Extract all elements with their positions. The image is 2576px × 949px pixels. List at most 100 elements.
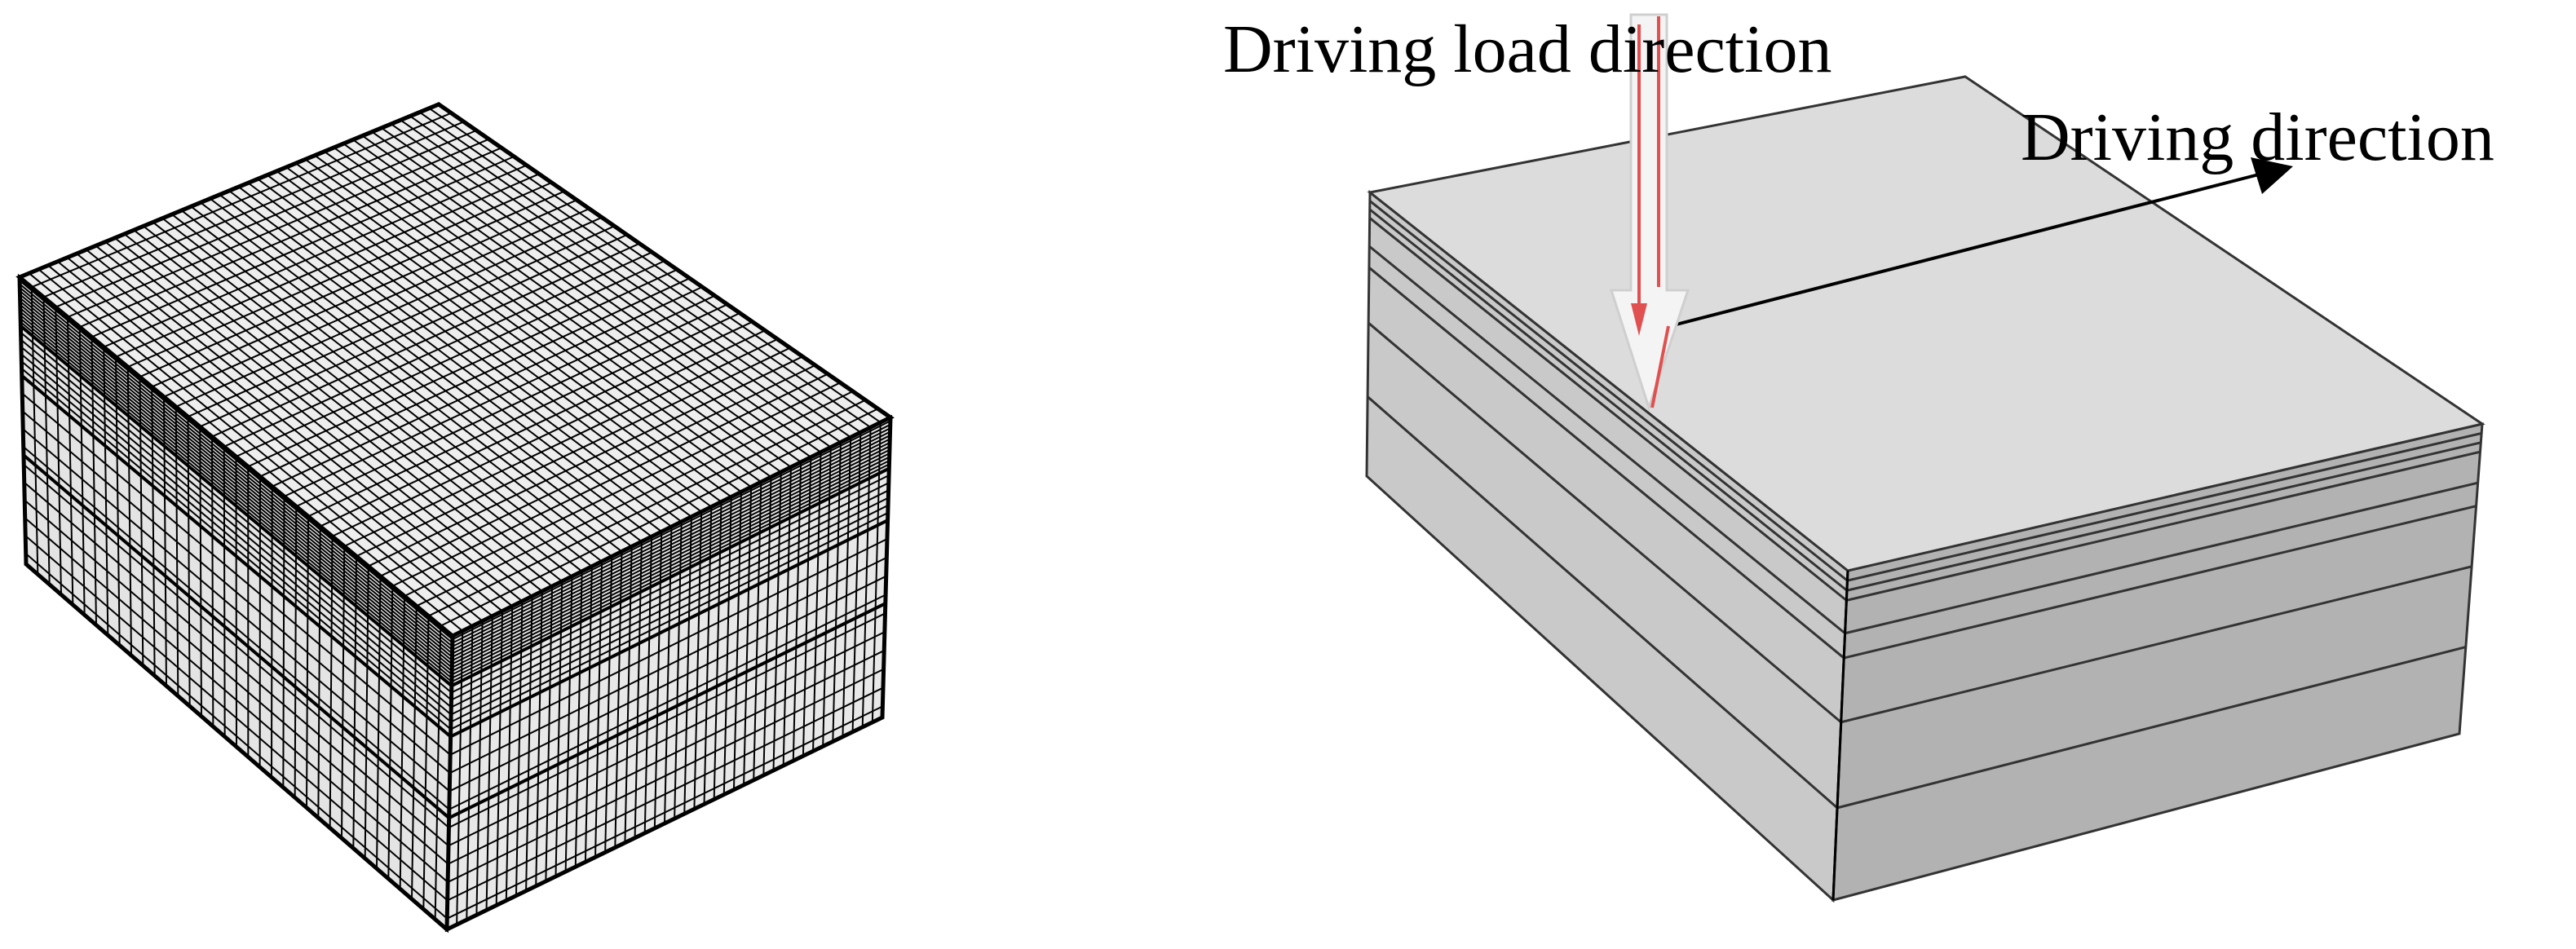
- layer-boundary-line: [1368, 245, 1846, 634]
- mesh-vertical-line: [634, 541, 643, 838]
- mesh-vertical-line: [564, 576, 573, 872]
- mesh-vertical-line: [693, 511, 703, 810]
- mesh-grid-line: [285, 166, 732, 498]
- block-front-edge: [1831, 570, 1849, 901]
- mesh-vertical-line: [851, 432, 862, 732]
- mesh-vertical-line: [871, 422, 881, 722]
- mesh-side-grid: [19, 280, 891, 930]
- mesh-vertical-line: [341, 545, 346, 839]
- layer-boundary-line: [1843, 505, 2477, 660]
- mesh-grid-line: [161, 217, 603, 563]
- mesh-vertical-line: [505, 606, 514, 901]
- mesh-grid-line: [295, 162, 742, 493]
- mesh-grid-line: [381, 127, 832, 448]
- mesh-vertical-line: [55, 307, 62, 595]
- mesh-grid-line: [333, 147, 782, 473]
- mesh-grid-line: [352, 139, 802, 463]
- mesh-vertical-line: [376, 576, 382, 869]
- mesh-vertical-line: [115, 356, 121, 646]
- mesh-grid-line: [257, 178, 702, 513]
- mesh-grid-line: [114, 237, 553, 587]
- layer-boundary-line: [1840, 565, 2472, 724]
- mesh-vertical-line: [411, 606, 418, 899]
- mesh-grid-line: [419, 111, 872, 429]
- mesh-vertical-line: [653, 532, 663, 828]
- mesh-grid-line: [86, 249, 524, 603]
- mesh-vertical-line: [674, 521, 683, 819]
- layer-boundary-line: [1846, 441, 2481, 592]
- mesh-vertical-line: [545, 586, 554, 881]
- mesh-grid-line: [200, 201, 643, 543]
- mesh-grid-line: [324, 151, 772, 478]
- mesh-grid-line: [143, 225, 583, 572]
- mesh-grid-line: [57, 260, 493, 617]
- mesh-vertical-line: [42, 297, 51, 585]
- mesh-top-grid: [29, 107, 881, 632]
- mesh-grid-line: [361, 135, 811, 458]
- mesh-vertical-line: [525, 596, 533, 891]
- mesh-vertical-line: [515, 601, 524, 896]
- mesh-grid-line: [104, 241, 543, 592]
- mesh-vertical-line: [822, 447, 832, 747]
- mesh-vertical-line: [91, 337, 97, 625]
- layer-boundary-line: [1368, 208, 1848, 592]
- mesh-vertical-line: [762, 477, 772, 775]
- mesh-vertical-line: [387, 585, 394, 879]
- mesh-front-edge: [444, 635, 455, 930]
- mesh-vertical-line: [782, 466, 792, 766]
- mesh-vertical-line: [683, 516, 692, 814]
- mesh-grid-line: [314, 154, 762, 483]
- mesh-vertical-line: [294, 506, 298, 798]
- mesh-vertical-line: [126, 366, 132, 656]
- mesh-grid-line: [29, 272, 463, 632]
- mesh-vertical-line: [282, 496, 285, 788]
- layered-model-panel: [1365, 75, 2485, 903]
- mesh-vertical-line: [364, 566, 369, 859]
- mesh-vertical-line: [103, 346, 109, 636]
- mesh-grid-line: [428, 107, 881, 423]
- mesh-vertical-line: [722, 497, 732, 795]
- mesh-vertical-line: [78, 327, 86, 616]
- layer-boundary-line: [1847, 431, 2482, 582]
- mesh-vertical-line: [861, 427, 872, 727]
- right-arrow-icon: [1663, 157, 2293, 329]
- layer-boundaries: [1367, 200, 2482, 901]
- mesh-vertical-line: [624, 546, 633, 843]
- mesh-grid-line: [123, 233, 563, 582]
- mesh-vertical-line: [753, 482, 762, 780]
- layer-boundary-line: [1367, 395, 1839, 810]
- mesh-grid-line: [276, 170, 722, 503]
- layer-boundary-line: [1846, 450, 2481, 602]
- mesh-grid-line: [66, 257, 503, 612]
- mesh-model-panel: [15, 102, 895, 934]
- mesh-vertical-line: [475, 620, 484, 916]
- layer-boundary-line: [1836, 646, 2467, 810]
- mesh-vertical-line: [604, 556, 613, 853]
- mesh-grid-line: [267, 174, 712, 508]
- mesh-vertical-line: [772, 471, 782, 771]
- mesh-grid-line: [171, 214, 612, 558]
- mesh-grid-line: [76, 253, 513, 607]
- mesh-vertical-line: [664, 526, 673, 824]
- mesh-vertical-line: [434, 625, 442, 920]
- driving-direction-label: Driving direction: [2021, 99, 2494, 175]
- mesh-vertical-line: [151, 386, 156, 676]
- mesh-vertical-line: [352, 556, 357, 849]
- mesh-grid-line: [152, 221, 593, 567]
- mesh-vertical-line: [187, 417, 191, 707]
- mesh-vertical-line: [306, 516, 309, 808]
- mesh-outline: [17, 102, 893, 932]
- mesh-grid-line: [180, 210, 623, 553]
- mesh-grid-line: [391, 123, 842, 444]
- mesh-grid-line: [219, 194, 662, 532]
- mesh-vertical-line: [466, 625, 474, 920]
- mesh-vertical-line: [802, 457, 812, 757]
- mesh-vertical-line: [175, 406, 179, 696]
- mesh-vertical-line: [329, 536, 334, 828]
- mesh-vertical-line: [399, 596, 405, 889]
- mesh-grid-line: [210, 197, 652, 537]
- mesh-vertical-line: [743, 487, 753, 785]
- mesh-vertical-line: [422, 616, 430, 910]
- driving-load-direction-label: Driving load direction: [1223, 11, 1831, 87]
- mesh-grid-line: [238, 186, 683, 523]
